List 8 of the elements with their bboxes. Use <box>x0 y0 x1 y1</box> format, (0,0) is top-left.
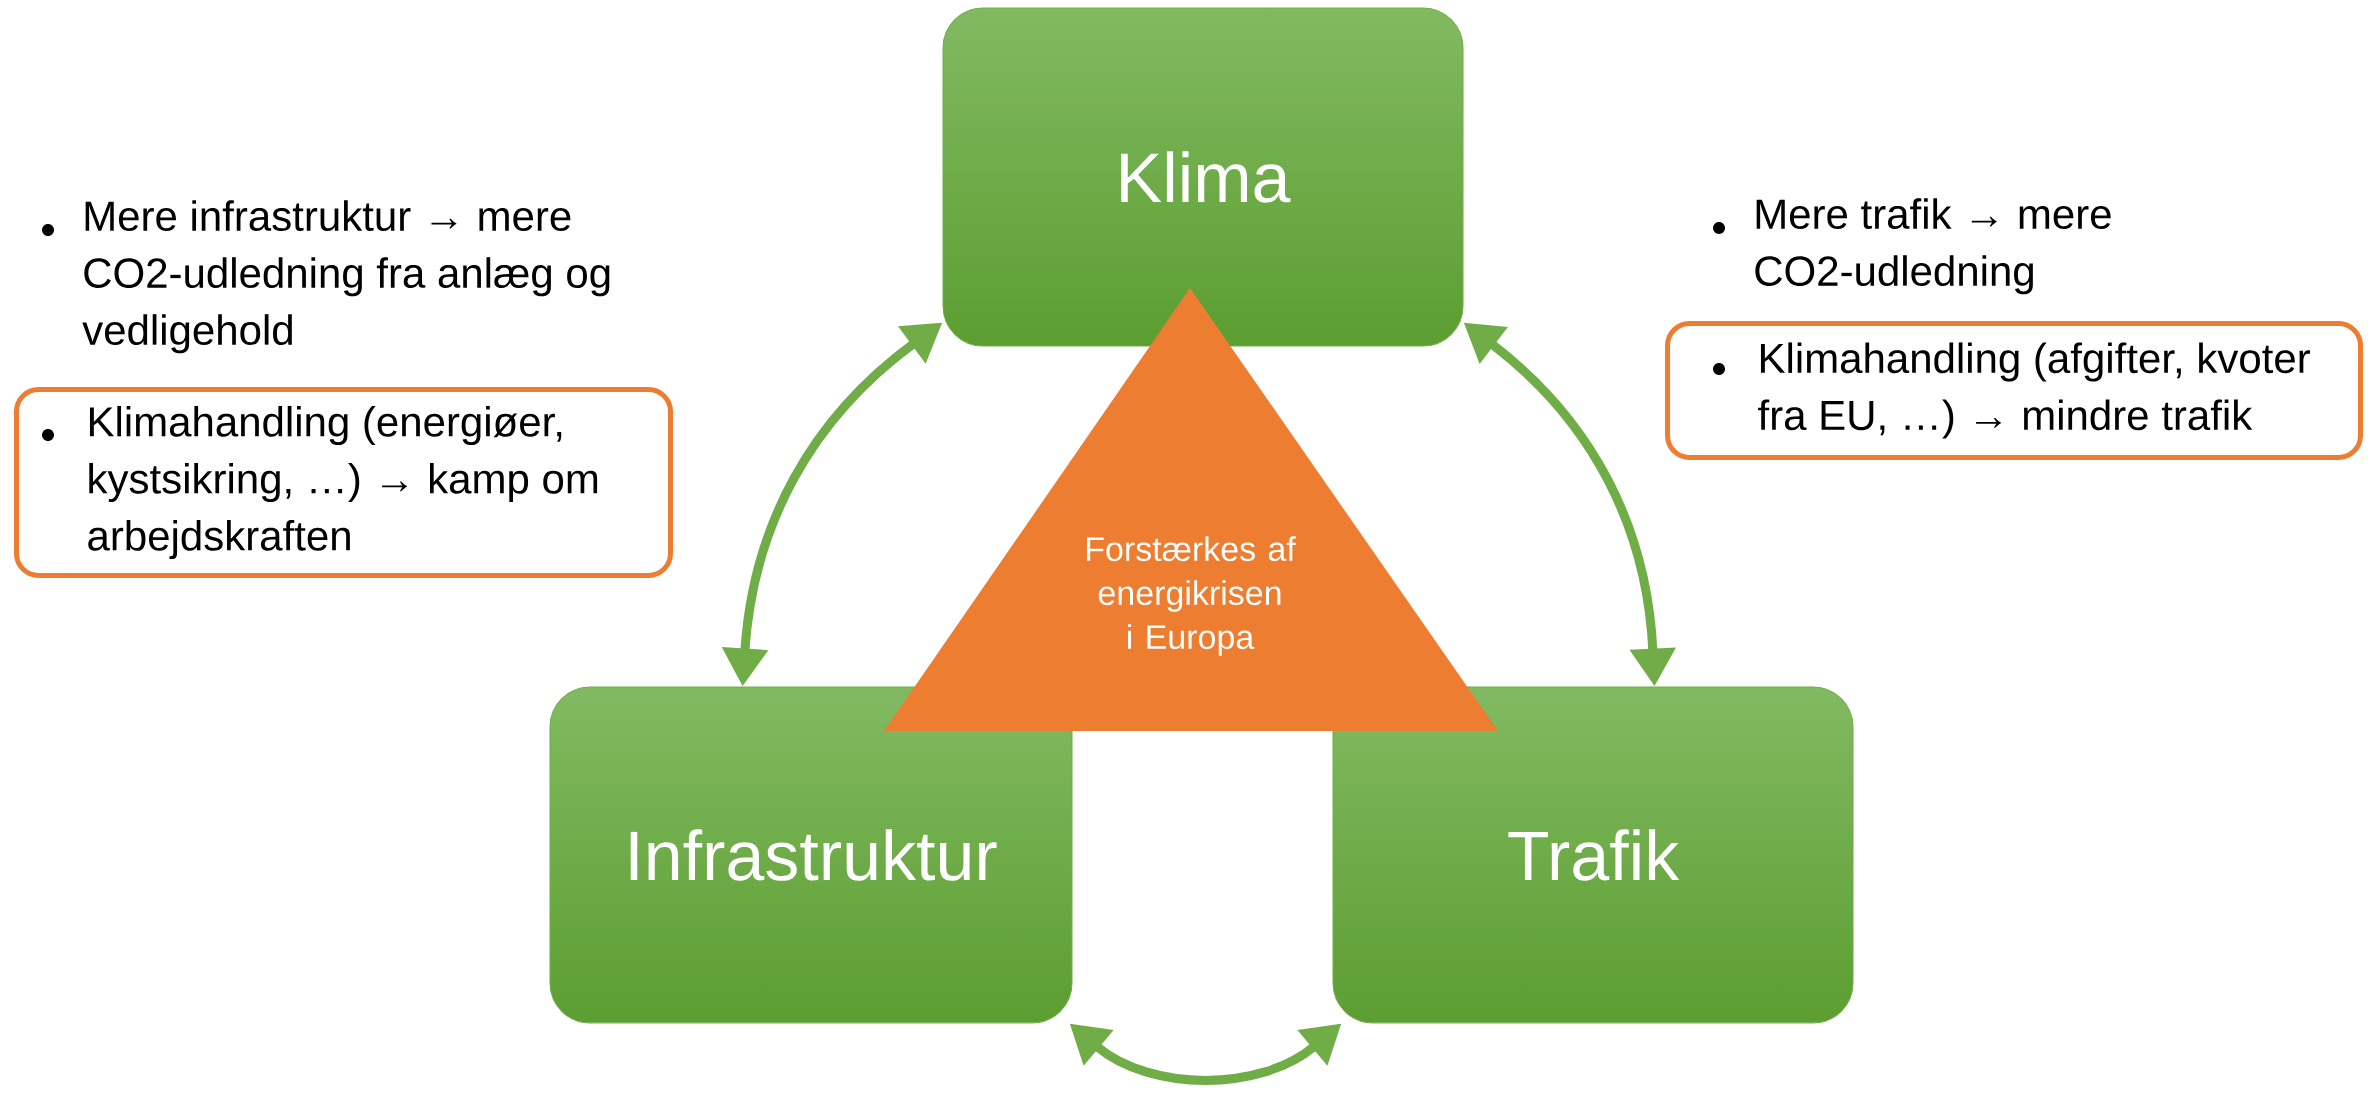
bullet-text: Mere trafik → mere CO2-udledning <box>1713 198 2111 295</box>
highlight-box: Klimahandling (afgifter, kvoter fra EU, …) → mindre trafik <box>1665 321 2364 460</box>
triangle: Forstærkes af energikrisen i Europa <box>884 288 1498 731</box>
process-box: Trafik <box>1332 686 1854 1024</box>
process-box: Infrastruktur <box>549 686 1073 1024</box>
highlight-box: Klimahandling (energiøer, kystsikring, …) → kamp om arbejdskraften <box>14 387 673 578</box>
process-box: Klima <box>942 7 1464 347</box>
bullet-text: Mere infrastruktur → mere CO2-udledning fra anlæg og vedligehold <box>42 200 610 354</box>
